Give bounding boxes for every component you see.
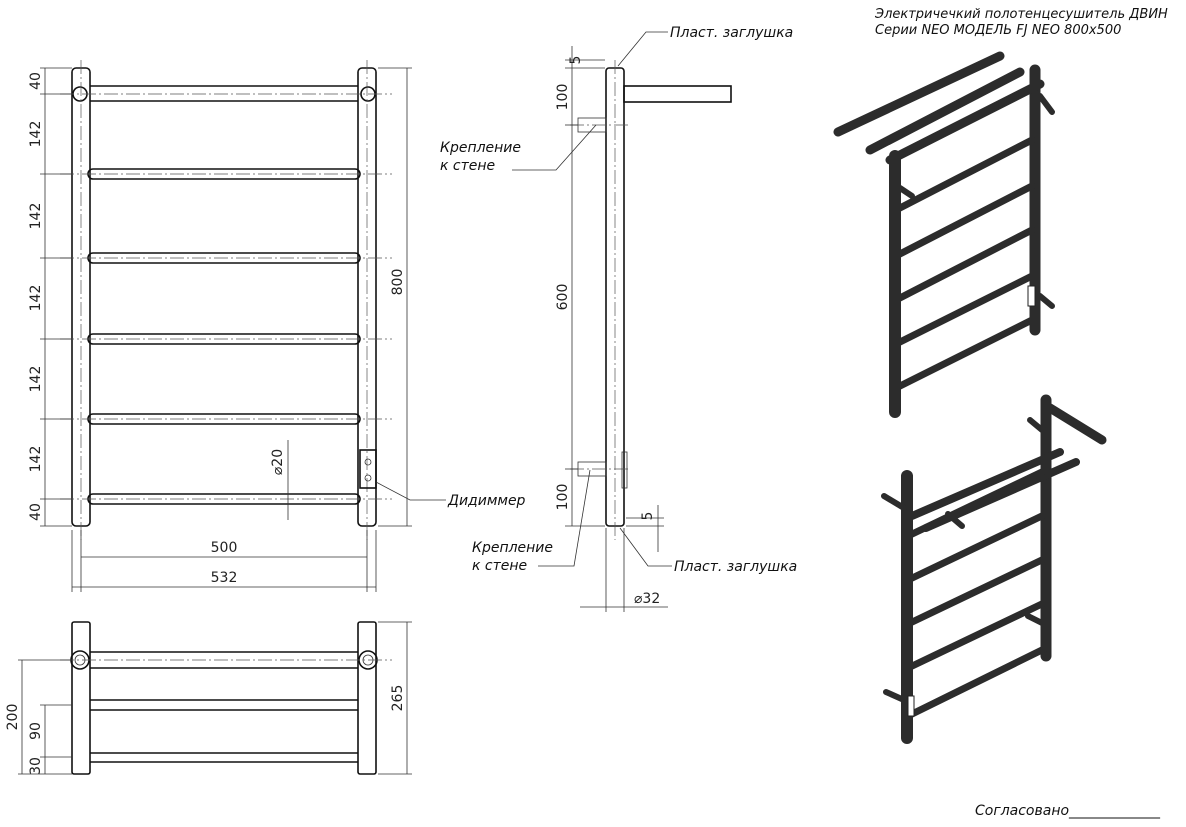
front-bars [87, 168, 361, 505]
dim-142: 142 [28, 203, 44, 230]
dim-depth: 265 [390, 685, 406, 712]
dim-inner-width: 500 [211, 540, 238, 556]
isometric-view-back [881, 394, 1107, 744]
dimmer-box [359, 449, 377, 489]
dim-mount-span: 600 [555, 284, 571, 311]
dim-outer-width: 532 [211, 570, 238, 586]
dim-40-top: 40 [28, 72, 44, 90]
dim-40-bottom: 40 [28, 503, 44, 521]
approval-line: Согласовано_____________ [975, 803, 1161, 819]
front-left-dimension-chain: 40 142 142 142 142 142 40 [28, 67, 72, 527]
dimmer-label: Дидиммер [447, 493, 526, 509]
dim-200: 200 [5, 704, 21, 731]
title-line-2: Серии NEO МОДЕЛЬ FJ NEO 800x500 [875, 23, 1121, 38]
dim-side-diameter: ⌀32 [634, 591, 660, 607]
dim-142: 142 [28, 446, 44, 473]
dim-90: 90 [28, 722, 44, 740]
dim-cap-top: 5 [568, 56, 584, 65]
dim-142: 142 [28, 366, 44, 393]
dim-30: 30 [28, 757, 44, 775]
mount-bottom-label-2: к стене [472, 558, 527, 574]
front-view: Дидиммер 40 142 142 142 142 142 40 800 [28, 60, 526, 592]
dim-142: 142 [28, 285, 44, 312]
side-view: 5 100 600 100 5 ⌀32 Пласт. заглушка Креп… [440, 25, 797, 612]
title-line-1: Электричечкий полотенцесушитель ДВИН [874, 7, 1168, 22]
isometric-view-front [833, 51, 1055, 418]
dim-total-height: 800 [390, 269, 406, 296]
dim-top-offset: 100 [555, 84, 571, 111]
dim-142: 142 [28, 121, 44, 148]
top-view: 265 200 90 30 [5, 621, 412, 775]
mount-top-label-2: к стене [440, 158, 495, 174]
mount-bottom-label-1: Крепление [472, 540, 553, 556]
dim-bar-diameter: ⌀20 [270, 449, 286, 475]
cap-bottom-label: Пласт. заглушка [674, 559, 797, 575]
dim-cap-bottom: 5 [640, 512, 656, 521]
cap-top-label: Пласт. заглушка [670, 25, 793, 41]
mount-top-label-1: Крепление [440, 140, 521, 156]
dim-bottom-offset: 100 [555, 484, 571, 511]
